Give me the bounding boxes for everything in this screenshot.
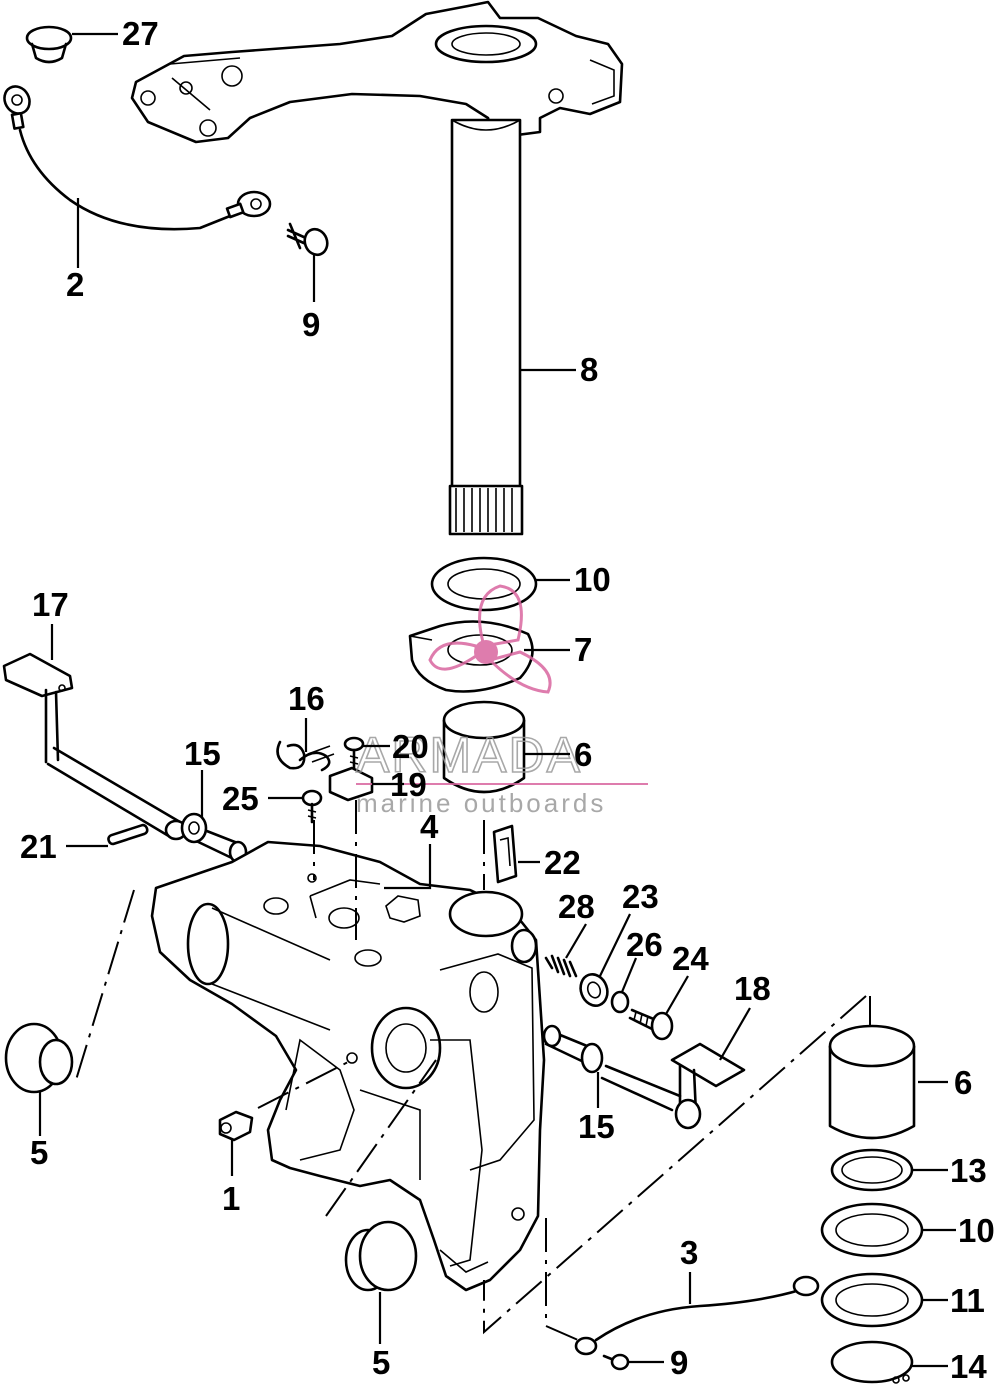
part-screw-25 [301, 789, 323, 824]
part-screw-20 [343, 736, 365, 774]
callout-24: 24 [672, 940, 709, 977]
callout-27: 27 [122, 15, 159, 52]
callout-13: 13 [950, 1152, 987, 1189]
callout-4: 4 [420, 808, 439, 845]
part-retaining-ring [830, 1340, 914, 1384]
callout-14: 14 [950, 1348, 987, 1385]
callout-28: 28 [558, 888, 595, 925]
callout-23: 23 [622, 878, 659, 915]
watermark-tagline: marine outboards [356, 788, 606, 818]
part-plug-cap [25, 25, 73, 64]
callout-10-lower: 10 [958, 1212, 995, 1249]
part-bushing-lower [344, 1220, 418, 1292]
part-grease-fitting [218, 1110, 254, 1142]
part-bushing-left [4, 1022, 74, 1094]
callout-6-right: 6 [954, 1064, 972, 1101]
callout-22: 22 [544, 844, 581, 881]
callout-8: 8 [580, 351, 598, 388]
callout-9-lower: 9 [670, 1344, 688, 1381]
callout-1: 1 [222, 1180, 240, 1217]
callout-11: 11 [950, 1282, 985, 1319]
part-lever-bushing-right [542, 1024, 604, 1074]
callout-6-upper: 6 [574, 736, 592, 773]
part-thrust-washer-upper [430, 556, 538, 612]
part-clip [492, 824, 518, 884]
leader-lines [38, 32, 956, 1368]
part-steering-arm-shaft [130, 0, 624, 536]
callout-15-left: 15 [184, 735, 221, 772]
callout-16: 16 [288, 680, 325, 717]
part-washer-13 [830, 1148, 914, 1192]
callout-3: 3 [680, 1234, 698, 1271]
assembly-lines [75, 800, 871, 1341]
part-lever-bushing-left [180, 812, 248, 864]
callout-25: 25 [222, 780, 259, 817]
watermark-propeller-icon [428, 584, 552, 694]
part-screw-upper [286, 222, 329, 257]
callout-10-upper: 10 [574, 561, 611, 598]
callout-5-left: 5 [30, 1134, 48, 1171]
callout-17: 17 [32, 586, 69, 623]
part-tilt-lever [2, 652, 188, 841]
part-spring [276, 740, 335, 772]
part-bolt [628, 1008, 674, 1041]
callout-5-lower: 5 [372, 1344, 390, 1381]
part-swivel-bracket [150, 840, 546, 1292]
callout-7: 7 [574, 631, 592, 668]
part-small-washer [610, 990, 630, 1014]
callout-9-upper: 9 [302, 306, 320, 343]
part-ground-wire-lower [574, 1275, 820, 1356]
part-thrust-washer-lower [820, 1202, 924, 1258]
part-bushing-upper [442, 700, 526, 794]
part-pin [107, 823, 149, 846]
callout-labels: 27 2 9 8 10 7 17 16 15 20 6 25 19 4 21 2… [20, 15, 995, 1385]
part-detent-spring [544, 954, 578, 978]
part-plunger [579, 973, 609, 1007]
callout-18: 18 [734, 970, 771, 1007]
callout-19: 19 [390, 766, 427, 803]
callout-20: 20 [392, 728, 429, 765]
part-ground-wire-upper [3, 85, 272, 231]
callout-26: 26 [626, 926, 663, 963]
callout-21: 21 [20, 828, 57, 865]
part-washer-11 [820, 1272, 924, 1328]
callout-2: 2 [66, 266, 84, 303]
callout-15-right: 15 [578, 1108, 615, 1145]
part-tilt-lever-right [600, 1042, 746, 1130]
part-lock-plate [328, 766, 374, 802]
part-bushing-right [828, 1024, 916, 1140]
part-screw-lower [602, 1353, 630, 1371]
